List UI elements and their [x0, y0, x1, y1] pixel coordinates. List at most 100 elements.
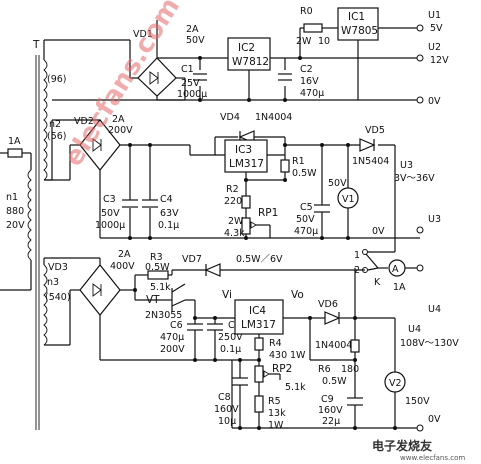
voltmeter-v1: V1 50V [328, 178, 359, 209]
top-outputs: U1 5V U2 12V 0V [198, 10, 449, 107]
c5-volt: 50V [296, 214, 315, 225]
ic4-vo: Vo [291, 289, 304, 301]
ov-bot-label: 0V [428, 414, 441, 425]
vd1-volt: 50V [186, 35, 205, 46]
r0-ref: R0 [300, 6, 313, 17]
resistor-r2: R2 220 [224, 184, 251, 209]
transistor-vt: VT 2N3055 [145, 283, 186, 321]
r1-ref: R1 [292, 156, 305, 167]
vd5-part: 1N5404 [352, 156, 389, 167]
resistor-r4: R4 430 1W [254, 337, 306, 361]
ov-top-label: 0V [428, 96, 441, 107]
capacitor-c8: C8 160V 10μ [214, 377, 248, 427]
c4-volt: 63V [160, 208, 179, 219]
r5-value: 13k [268, 408, 286, 419]
c2-value: 470μ [300, 88, 324, 99]
c9-value: 22μ [322, 416, 340, 427]
resistor-r6: R6 180 0.5W [318, 339, 360, 387]
r4-ref: R4 [269, 338, 282, 349]
c6-value: 470μ [160, 332, 184, 343]
u3-terminal[interactable] [416, 226, 424, 234]
capacitor-c6: C6 470μ 200V [160, 320, 203, 355]
u4-range: 108V～130V [400, 338, 459, 349]
n3-label: n3 [47, 277, 59, 288]
v2-ref: V2 [389, 378, 402, 389]
u2-ref: U2 [428, 42, 441, 53]
u3-ref: U3 [400, 160, 413, 171]
vd3-rating: 2A [118, 249, 131, 260]
ic3-part: LM317 [229, 158, 264, 170]
primary-wiring: 1A [0, 136, 32, 291]
resistor-r0: R0 2W 10 [296, 6, 330, 47]
vt-ref: VT [146, 294, 160, 306]
u4a-ref: U4 [428, 304, 441, 315]
ov-mid-label: 0V [372, 226, 385, 237]
c3-value: 1000μ [95, 220, 125, 231]
vd4-part: 1N4004 [255, 112, 292, 123]
ammeter-range: 1A [393, 282, 406, 293]
ov-top-terminal[interactable] [416, 96, 424, 104]
r4-power: 1W [290, 350, 306, 361]
c6-ref: C6 [170, 320, 183, 331]
r0-value: 10 [318, 36, 330, 47]
rp1-power: 2W [228, 216, 244, 227]
r1-value: 0.5W [292, 168, 317, 179]
vd3-ref: VD3 [48, 262, 68, 273]
n1-volt-label: 20V [6, 220, 25, 231]
ic4-lm317: IC4 LM317 Vi Vo [215, 289, 304, 335]
vd6-ref: VD6 [318, 299, 338, 310]
switch-k[interactable]: 1 2 K [354, 249, 381, 289]
c7-volt: 250V [218, 332, 243, 343]
capacitor-c2: C2 16V 470μ [278, 64, 324, 99]
c3-volt: 50V [101, 208, 120, 219]
u4-ref: U4 [408, 324, 421, 335]
ic2-part: W7812 [232, 56, 269, 68]
c2-volt: 16V [300, 76, 319, 87]
potentiometer-rp2: RP2 5.1k [254, 363, 306, 393]
diode-vd4: VD4 1N4004 [220, 112, 292, 144]
u3-range: 3V～36V [394, 173, 435, 184]
r2-value: 220 [224, 196, 242, 207]
u2-volt: 12V [430, 55, 449, 66]
bridge-vd1: VD1 2A 50V [133, 24, 205, 97]
ov-bot-terminal[interactable] [416, 424, 424, 432]
vd3-volt: 400V [110, 261, 135, 272]
r2-ref: R2 [226, 184, 239, 195]
c5-value: 470μ [294, 226, 318, 237]
bridge-vd3: VD3 2A 400V [48, 249, 135, 316]
resistor-r5: R5 13k 1W [254, 395, 286, 431]
u1-terminal[interactable] [416, 24, 424, 32]
resistor-r1: R1 0.5W [280, 156, 317, 179]
diode-vd6: VD6 1N4004 [315, 299, 352, 351]
capacitor-c4: C4 63V 0.1μ [142, 194, 179, 231]
ic4-vi: Vi [222, 289, 232, 301]
ammeter-ref: A [392, 264, 399, 275]
n2-turns-label: (96) [47, 74, 67, 85]
ic3-ref: IC3 [235, 144, 252, 156]
ammeter: A 1A U4 [378, 259, 441, 315]
ic2-w7812: IC2 W7812 [227, 37, 271, 71]
r4-value: 430 [269, 350, 287, 361]
rp1-value: 4.3k [224, 228, 245, 239]
c7-value: 0.1μ [220, 344, 241, 355]
top-wiring [43, 20, 420, 101]
transformer-ref: T [32, 39, 40, 51]
u2-terminal[interactable] [416, 54, 424, 62]
r3-ref: R3 [150, 252, 163, 263]
c9-ref: C9 [321, 394, 334, 405]
brand-logo: 电子发烧友 www.elecfans.com [372, 438, 465, 462]
rp2-value: 5.1k [285, 382, 306, 393]
switch-pos1: 1 [354, 250, 360, 261]
n1-turns-label: 880 [6, 206, 24, 217]
c7-ref: C7 [228, 320, 241, 331]
r3-power: 0.5W [145, 262, 170, 273]
vd2-rating: 2A [112, 114, 125, 125]
fuse-rating: 1A [8, 136, 21, 147]
vd2-ref: VD2 [74, 116, 94, 127]
c1-value: 1000μ [177, 89, 207, 100]
ic1-part: W7805 [341, 25, 378, 37]
u4a-terminal[interactable] [416, 264, 424, 272]
diode-vd5: VD5 1N5404 [352, 125, 389, 167]
c4-ref: C4 [160, 194, 173, 205]
